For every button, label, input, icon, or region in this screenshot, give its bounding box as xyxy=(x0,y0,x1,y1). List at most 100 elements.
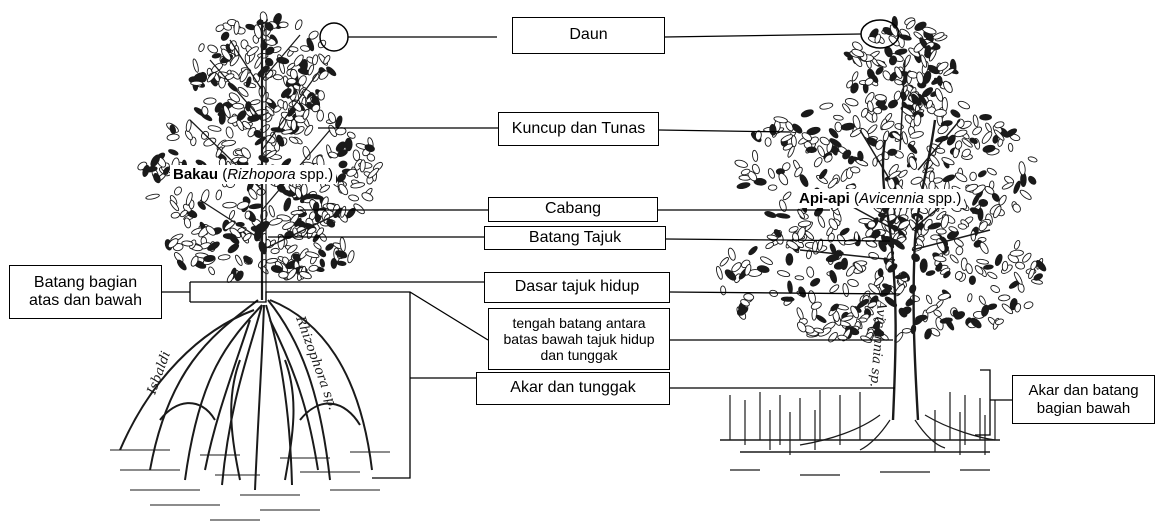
avicennia-leaf xyxy=(777,270,791,278)
rhizophora-leaf xyxy=(289,68,298,80)
rhizophora-leaf xyxy=(190,255,199,267)
avicennia-leaf xyxy=(769,123,777,136)
rhizophora-leaf xyxy=(236,110,247,121)
avicennia-leaf xyxy=(873,329,885,337)
avicennia-leaf xyxy=(796,307,804,320)
label-batang-bagian-line1: Batang bagian xyxy=(33,273,138,291)
leader-akar-bracket xyxy=(372,292,476,479)
avicennia-leaf xyxy=(947,230,959,240)
avicennia-leaf xyxy=(936,75,943,87)
rhizophora-leaf xyxy=(353,203,365,215)
avicennia-leaf xyxy=(998,294,1011,302)
rhizophora-leaf xyxy=(326,219,336,228)
avicennia-leaf xyxy=(860,107,869,118)
avicennia-leaf xyxy=(809,136,819,145)
avicennia-leaf xyxy=(782,191,792,201)
avicennia-leaf xyxy=(719,257,729,267)
avicennia-leaf xyxy=(867,100,874,113)
avicennia-leaf xyxy=(894,48,908,56)
avicennia-leaf xyxy=(819,136,830,146)
rhizophora-leaf xyxy=(302,108,310,120)
avicennia-leaf xyxy=(1035,259,1047,272)
rhizophora-leaf xyxy=(220,31,230,41)
rhizophora-leaf xyxy=(304,124,314,136)
rhizophora-leaf xyxy=(260,210,268,221)
rhizophora-leaf xyxy=(185,119,192,132)
rhizophora-leaf xyxy=(227,243,240,254)
rhizophora-leaf xyxy=(153,172,161,184)
avicennia-leaf xyxy=(833,114,844,121)
rhizophora-leaf xyxy=(306,37,315,52)
avicennia-leaf xyxy=(926,99,933,109)
avicennia-leaf xyxy=(734,159,748,168)
avicennia-leaf xyxy=(740,168,751,176)
label-akar-tunggak-text: Akar dan tunggak xyxy=(510,379,636,397)
label-daun-text: Daun xyxy=(569,26,608,44)
rhizophora-leaf xyxy=(286,77,297,85)
avicennia-leaf xyxy=(798,286,807,298)
avicennia-leaf xyxy=(867,220,876,229)
avicennia-leaf xyxy=(977,170,987,178)
rhizophora-leaf xyxy=(290,119,297,131)
avicennia-leaf xyxy=(748,246,758,256)
avicennia-leaf xyxy=(847,279,859,287)
avicennia-leaf xyxy=(901,328,912,334)
avicennia-leaf xyxy=(813,327,825,334)
avicennia-leaf xyxy=(965,183,979,192)
rhizophora-leaf xyxy=(312,73,320,82)
avicennia-leaf xyxy=(767,184,778,191)
avicennia-leaf xyxy=(756,265,770,273)
avicennia-leaf xyxy=(1013,180,1021,194)
avicennia-leaf xyxy=(773,116,788,124)
species-api-api-genus: Avicennia xyxy=(859,190,924,207)
avicennia-leaf xyxy=(906,20,916,30)
rhizophora-leaf xyxy=(318,249,327,258)
rhizophora-leaf xyxy=(234,270,244,282)
avicennia-leaf xyxy=(925,304,938,314)
avicennia-leaf xyxy=(919,258,928,273)
avicennia-leaf xyxy=(775,213,791,219)
avicennia-leaf xyxy=(943,80,953,93)
rhizophora-leaf xyxy=(326,66,337,77)
avicennia-leaf xyxy=(946,134,956,146)
avicennia-leaf xyxy=(828,128,839,139)
avicennia-leaf xyxy=(829,270,838,284)
rhizophora-leaf xyxy=(246,46,259,57)
avicennia-leaf xyxy=(765,242,775,250)
avicennia-leaf xyxy=(981,131,993,144)
rhizophora-leaf xyxy=(259,11,268,23)
rhizophora-leaf xyxy=(350,182,366,189)
avicennia-leaf xyxy=(828,218,839,231)
rhizophora-leaf xyxy=(225,126,234,139)
avicennia-leaf xyxy=(850,166,861,174)
rhizophora-leaf xyxy=(327,112,337,124)
avicennia-leaf xyxy=(1015,261,1026,270)
rhizophora-leaf xyxy=(239,68,249,83)
rhizophora-leaf xyxy=(292,253,302,262)
rhizophora-leaf xyxy=(205,225,216,236)
avicennia-leaf xyxy=(995,318,1004,326)
avicennia-leaf xyxy=(839,227,850,236)
avicennia-leaf xyxy=(899,34,912,41)
avicennia-leaf xyxy=(925,270,936,276)
rhizophora-leaf xyxy=(179,209,188,218)
label-batang-bagian-line2: atas dan bawah xyxy=(29,292,142,309)
avicennia-leaf xyxy=(871,229,881,239)
leader-akar-batang-bawah xyxy=(975,369,1012,436)
rhizophora-leaf xyxy=(214,102,223,113)
rhizophora-leaf xyxy=(305,251,320,259)
rhizophora-leaf xyxy=(248,188,258,200)
avicennia-leaf xyxy=(801,132,812,142)
rhizophora-leaf xyxy=(192,58,199,73)
avicennia-leaf xyxy=(780,296,795,302)
label-batang-bagian-atas-bawah: Batang bagian atas dan bawah xyxy=(9,265,162,319)
avicennia-leaf xyxy=(877,268,884,278)
rhizophora-leaf xyxy=(280,88,292,99)
rhizophora-leaf xyxy=(240,147,251,159)
rhizophora-leaf xyxy=(367,167,379,179)
avicennia-leaf xyxy=(894,66,903,79)
rhizophora-leaf xyxy=(308,264,319,272)
label-batang-tajuk: Batang Tajuk xyxy=(484,226,666,250)
avicennia-leaf xyxy=(889,24,898,37)
rhizophora-leaf xyxy=(283,197,292,212)
